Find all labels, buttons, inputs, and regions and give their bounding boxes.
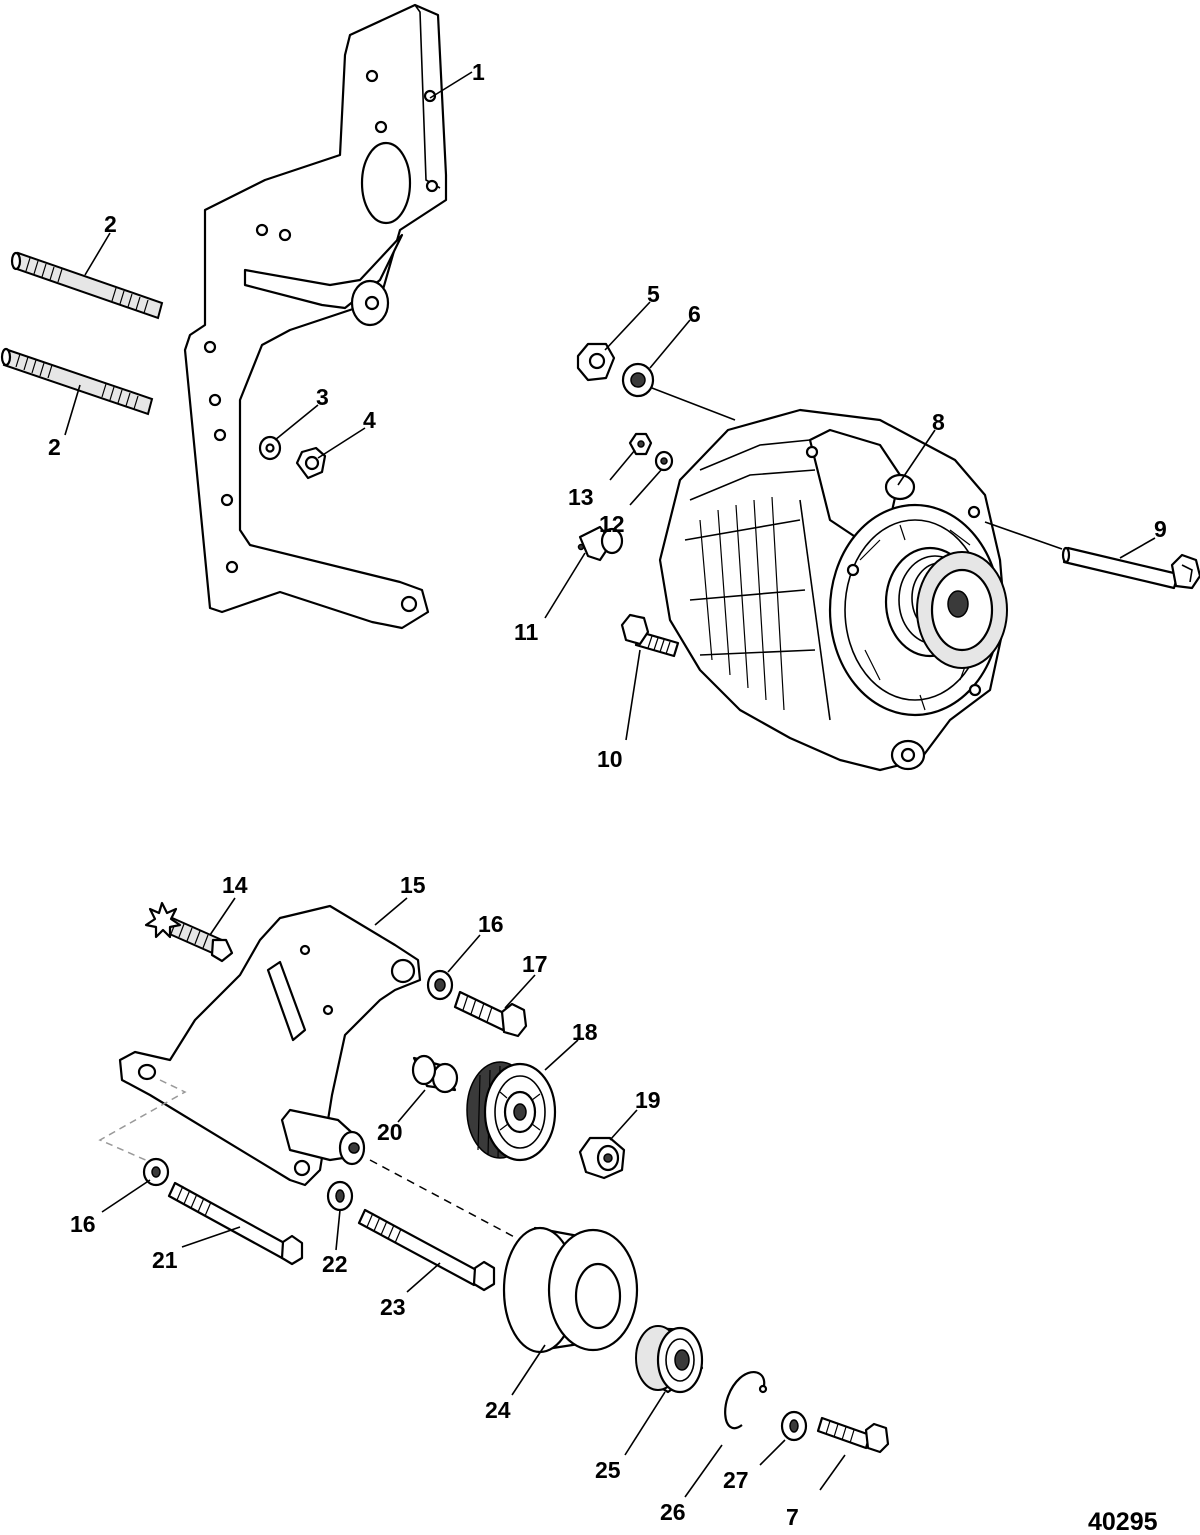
part-27-washer[interactable]	[780, 1410, 808, 1442]
part-26-snap-ring[interactable]	[724, 1371, 768, 1429]
part-1-mounting-bracket[interactable]	[183, 3, 448, 630]
part-3-washer[interactable]	[258, 435, 282, 461]
callout-17: 17	[522, 951, 548, 977]
callout-5: 5	[647, 281, 660, 307]
callout-23: 23	[380, 1294, 406, 1320]
callout-21: 21	[152, 1247, 178, 1273]
part-13-nut[interactable]	[628, 432, 653, 456]
part-17-bolt[interactable]	[453, 990, 528, 1038]
part-11-terminal-boot[interactable]	[577, 525, 624, 562]
part-18-idler-pulley[interactable]	[466, 1061, 557, 1162]
callout-7: 7	[786, 1504, 799, 1530]
callout-16: 16	[70, 1211, 96, 1237]
callout-8: 8	[932, 409, 945, 435]
part-24-roller[interactable]	[502, 1226, 639, 1354]
callout-18: 18	[572, 1019, 598, 1045]
callout-14: 14	[222, 872, 248, 898]
callout-24: 24	[485, 1397, 511, 1423]
callout-19: 19	[635, 1087, 661, 1113]
callout-4: 4	[363, 407, 376, 433]
part-7-bolt[interactable]	[816, 1416, 890, 1454]
callout-20: 20	[377, 1119, 403, 1145]
part-19-nut[interactable]	[578, 1136, 626, 1180]
callout-2: 2	[104, 211, 117, 237]
callout-3: 3	[316, 384, 329, 410]
part-8-alternator[interactable]	[658, 408, 1008, 772]
part-21-bolt[interactable]	[167, 1181, 304, 1266]
callout-15: 15	[400, 872, 426, 898]
part-2-stud-upper[interactable]	[10, 251, 164, 320]
callout-1: 1	[472, 59, 485, 85]
part-23-bolt[interactable]	[357, 1208, 496, 1292]
callout-27: 27	[723, 1467, 749, 1493]
figure-number: 40295	[1088, 1508, 1158, 1535]
part-16-washer-lower[interactable]	[142, 1157, 170, 1187]
callout-10: 10	[597, 746, 623, 772]
callout-26: 26	[660, 1499, 686, 1525]
part-16-washer-upper[interactable]	[426, 969, 454, 1001]
part-14-stud[interactable]	[144, 901, 234, 963]
callout-11: 11	[514, 619, 539, 645]
part-2-stud-lower[interactable]	[0, 347, 154, 416]
callout-9: 9	[1154, 516, 1167, 542]
part-22-washer[interactable]	[326, 1180, 354, 1212]
part-20-spacer[interactable]	[411, 1054, 459, 1094]
part-10-bolt[interactable]	[620, 613, 680, 658]
part-15-idler-bracket[interactable]	[118, 904, 422, 1187]
part-5-nut[interactable]	[576, 342, 616, 382]
part-4-nut[interactable]	[295, 446, 327, 480]
callout-13: 13	[568, 484, 594, 510]
leader-lines	[64, 71, 1156, 1498]
callout-22: 22	[322, 1251, 348, 1277]
callout-12: 12	[599, 511, 625, 537]
part-9-through-bolt[interactable]	[984, 521, 1200, 590]
part-12-washer[interactable]	[654, 450, 674, 472]
part-6-washer[interactable]	[621, 362, 655, 398]
callout-2: 2	[48, 434, 61, 460]
callout-25: 25	[595, 1457, 621, 1483]
callout-16: 16	[478, 911, 504, 937]
part-25-bearing[interactable]	[635, 1325, 704, 1394]
callout-6: 6	[688, 301, 701, 327]
